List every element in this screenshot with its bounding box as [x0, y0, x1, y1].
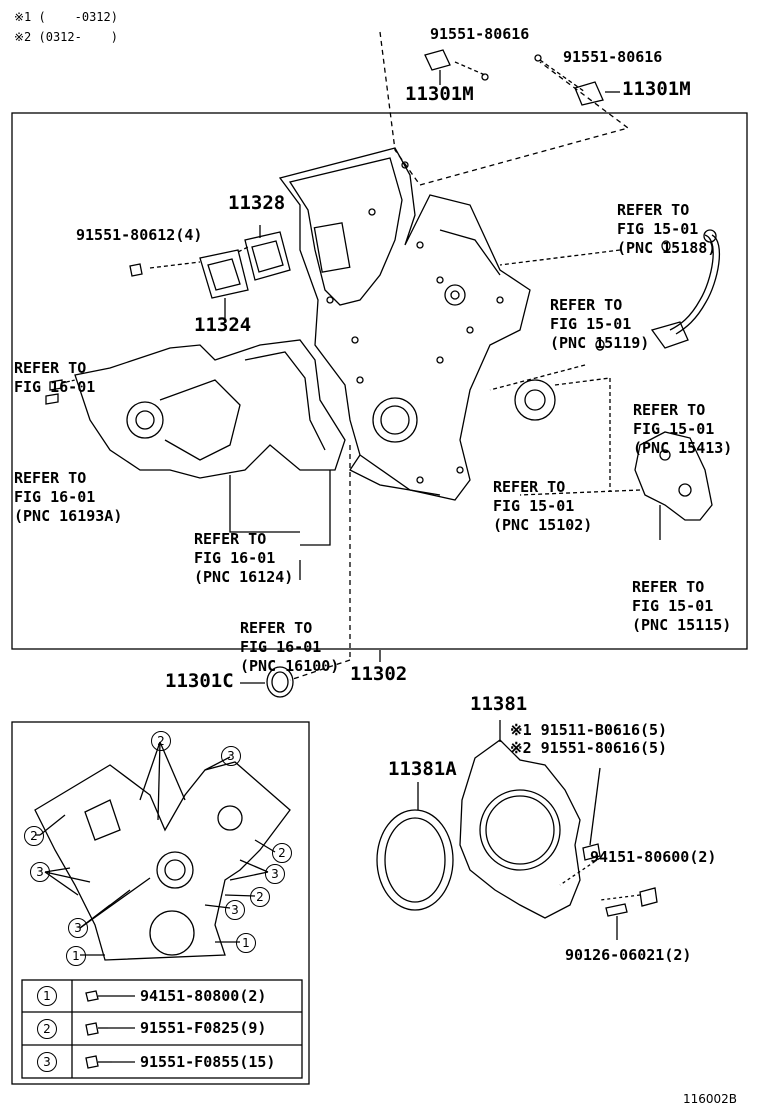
legend-num-1: 1 [37, 986, 57, 1006]
part-label-94151-80600[interactable]: 94151-80600(2) [590, 848, 717, 866]
oil-pipe [669, 234, 714, 331]
legend-part-2[interactable]: 91551-F0825(9) [140, 1019, 267, 1037]
legend-table-border [21, 979, 303, 1079]
part-label-11381[interactable]: 11381 [470, 693, 528, 715]
rear-seal-retainer [459, 739, 581, 919]
note-1: ※1 ( -0312) [14, 10, 118, 24]
gasket-11324 [199, 249, 249, 299]
part-label-11301m-b[interactable]: 11301M [622, 78, 691, 100]
timing-cover-outline [278, 147, 531, 501]
part-label-91551-80616-5[interactable]: ※2 91551-80616(5) [510, 739, 668, 757]
part-label-11381a[interactable]: 11381A [388, 758, 457, 780]
callout-2: 2 [250, 887, 270, 907]
callout-3: 3 [221, 746, 241, 766]
oil-pump-rotor [514, 379, 556, 421]
legend-num-3: 3 [37, 1052, 57, 1072]
part-label-91511-b0616[interactable]: ※1 91511-B0616(5) [510, 721, 668, 739]
gasket-11328 [244, 231, 291, 281]
figure-id: 116002B [683, 1092, 738, 1106]
oil-pump-cover [634, 431, 713, 521]
callout-2: 2 [151, 731, 171, 751]
callout-3: 3 [30, 862, 50, 882]
part-label-11328[interactable]: 11328 [228, 192, 286, 214]
callout-1: 1 [236, 933, 256, 953]
rear-oil-seal [376, 809, 454, 911]
note-2: ※2 (0312- ) [14, 30, 118, 44]
callout-3: 3 [225, 900, 245, 920]
part-label-bolt-a[interactable]: 91551-80616 [430, 25, 530, 43]
callout-2: 2 [24, 826, 44, 846]
part-label-bolt-b[interactable]: 91551-80616 [563, 48, 663, 66]
legend-num-2: 2 [37, 1019, 57, 1039]
main-frame [11, 112, 748, 650]
part-label-11301m-a[interactable]: 11301M [405, 83, 474, 105]
part-label-11324[interactable]: 11324 [194, 314, 252, 336]
part-label-90126-06021[interactable]: 90126-06021(2) [565, 946, 692, 964]
legend-part-1[interactable]: 94151-80800(2) [140, 987, 267, 1005]
callout-3: 3 [68, 918, 88, 938]
legend-part-3[interactable]: 91551-F0855(15) [140, 1053, 276, 1071]
part-label-91551-80612[interactable]: 91551-80612(4) [76, 226, 203, 244]
part-label-11301c[interactable]: 11301C [165, 670, 234, 692]
callout-2: 2 [272, 843, 292, 863]
callout-3: 3 [265, 864, 285, 884]
water-pump-outline [74, 339, 346, 479]
callout-1: 1 [66, 946, 86, 966]
part-label-11302[interactable]: 11302 [350, 663, 408, 685]
seal-11301c [266, 666, 294, 698]
inset-frame [11, 721, 310, 1085]
